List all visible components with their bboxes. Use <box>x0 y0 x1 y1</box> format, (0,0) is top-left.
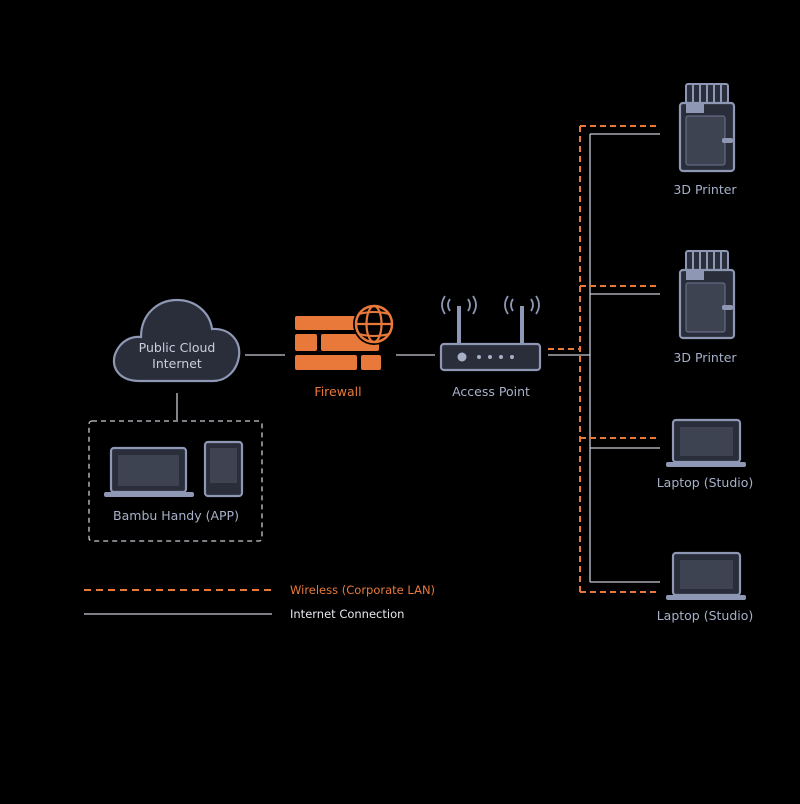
cloud-label-line1: Public Cloud <box>138 340 216 355</box>
access-point-label: Access Point <box>452 384 530 399</box>
cloud-label-line2: Internet <box>152 356 202 371</box>
cloud-icon <box>112 298 241 383</box>
app-group-box <box>88 420 263 542</box>
laptop-icon <box>666 551 746 600</box>
internet-connection-lines <box>176 133 660 583</box>
firewall-label: Firewall <box>314 384 362 399</box>
cloud-label: Public Cloud Internet <box>139 340 216 372</box>
laptop-icon <box>104 446 194 497</box>
laptop-2-label: Laptop (Studio) <box>656 608 754 623</box>
phone-icon <box>203 440 244 498</box>
printer-icon <box>678 250 736 340</box>
printer-icon <box>678 83 736 173</box>
app-group-label: Bambu Handy (APP) <box>113 508 239 523</box>
printer-2-label: 3D Printer <box>673 350 737 365</box>
laptop-1-label: Laptop (Studio) <box>656 475 754 490</box>
legend-wireless-label: Wireless (Corporate LAN) <box>290 583 436 597</box>
wireless-lan-lines <box>548 125 660 593</box>
laptop-icon <box>666 418 746 467</box>
router-icon <box>439 295 542 372</box>
legend-internet-label: Internet Connection <box>290 607 405 621</box>
firewall-globe-icon <box>295 303 395 370</box>
printer-1-label: 3D Printer <box>673 182 737 197</box>
